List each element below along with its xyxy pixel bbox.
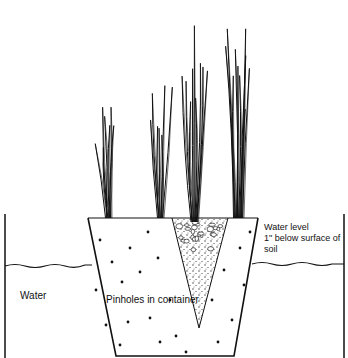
pinhole	[105, 324, 108, 327]
pinhole	[249, 231, 252, 234]
pinhole	[147, 231, 150, 234]
pebble	[179, 236, 183, 239]
pebble	[184, 239, 189, 243]
water-surface	[252, 263, 344, 266]
grass-blade	[103, 148, 108, 218]
tray-wall	[4, 214, 6, 358]
label: Water	[20, 290, 46, 301]
grass-blade	[197, 71, 207, 222]
pinhole	[159, 341, 162, 344]
grass-blade	[192, 69, 194, 222]
pinhole	[185, 351, 188, 354]
pinhole	[211, 299, 214, 302]
pebble	[191, 248, 196, 252]
tray-wall	[343, 214, 345, 358]
pinhole	[239, 247, 242, 250]
pebble	[195, 236, 198, 241]
pinhole	[119, 344, 122, 347]
label: Pinholes in container	[106, 294, 199, 305]
pinhole	[231, 319, 234, 322]
pebble	[184, 224, 189, 227]
container	[88, 218, 258, 356]
pinhole	[149, 317, 152, 320]
label: 1" below surface of soil	[264, 233, 342, 255]
grass-blade	[227, 29, 236, 218]
grass-blade	[152, 93, 160, 218]
grass-blade	[152, 93, 159, 218]
pebble	[217, 227, 220, 230]
grass-blade	[182, 76, 192, 222]
pebble	[211, 233, 216, 237]
water-surface	[5, 265, 92, 268]
pinhole	[175, 335, 178, 338]
label: Water level	[264, 222, 309, 233]
pinhole	[139, 271, 142, 274]
pinhole	[121, 281, 124, 284]
pinhole	[129, 247, 132, 250]
pinhole	[243, 284, 246, 287]
pebbles	[176, 220, 223, 251]
pebble	[185, 228, 191, 231]
grass-blade	[186, 81, 192, 222]
grass-blade	[243, 68, 250, 218]
grass-blade	[159, 128, 161, 218]
grass-blade	[111, 126, 113, 218]
pinhole	[223, 269, 226, 272]
pinhole	[95, 289, 98, 292]
grass-blade	[244, 68, 249, 218]
pinhole	[127, 321, 130, 324]
grass-blade	[199, 71, 208, 222]
grass-blade	[194, 26, 195, 222]
pebble	[207, 226, 213, 231]
grass-blade	[110, 126, 114, 218]
grass-blade	[95, 144, 107, 218]
pinholes	[95, 231, 252, 354]
pebble	[192, 225, 198, 230]
pinhole	[111, 261, 114, 264]
pebble	[208, 247, 214, 251]
grass-blade	[159, 128, 161, 218]
grass-blade	[194, 26, 195, 222]
soil-cutaway	[172, 218, 228, 328]
grass-blade	[164, 87, 172, 218]
grass-blade	[163, 87, 173, 218]
grass-plants	[95, 26, 249, 222]
pebble	[176, 224, 183, 229]
pinhole	[217, 341, 220, 344]
pebble	[198, 232, 204, 235]
pinhole	[157, 257, 160, 260]
pebble	[209, 223, 216, 226]
grass-blade	[235, 49, 239, 218]
pinhole	[99, 239, 102, 242]
